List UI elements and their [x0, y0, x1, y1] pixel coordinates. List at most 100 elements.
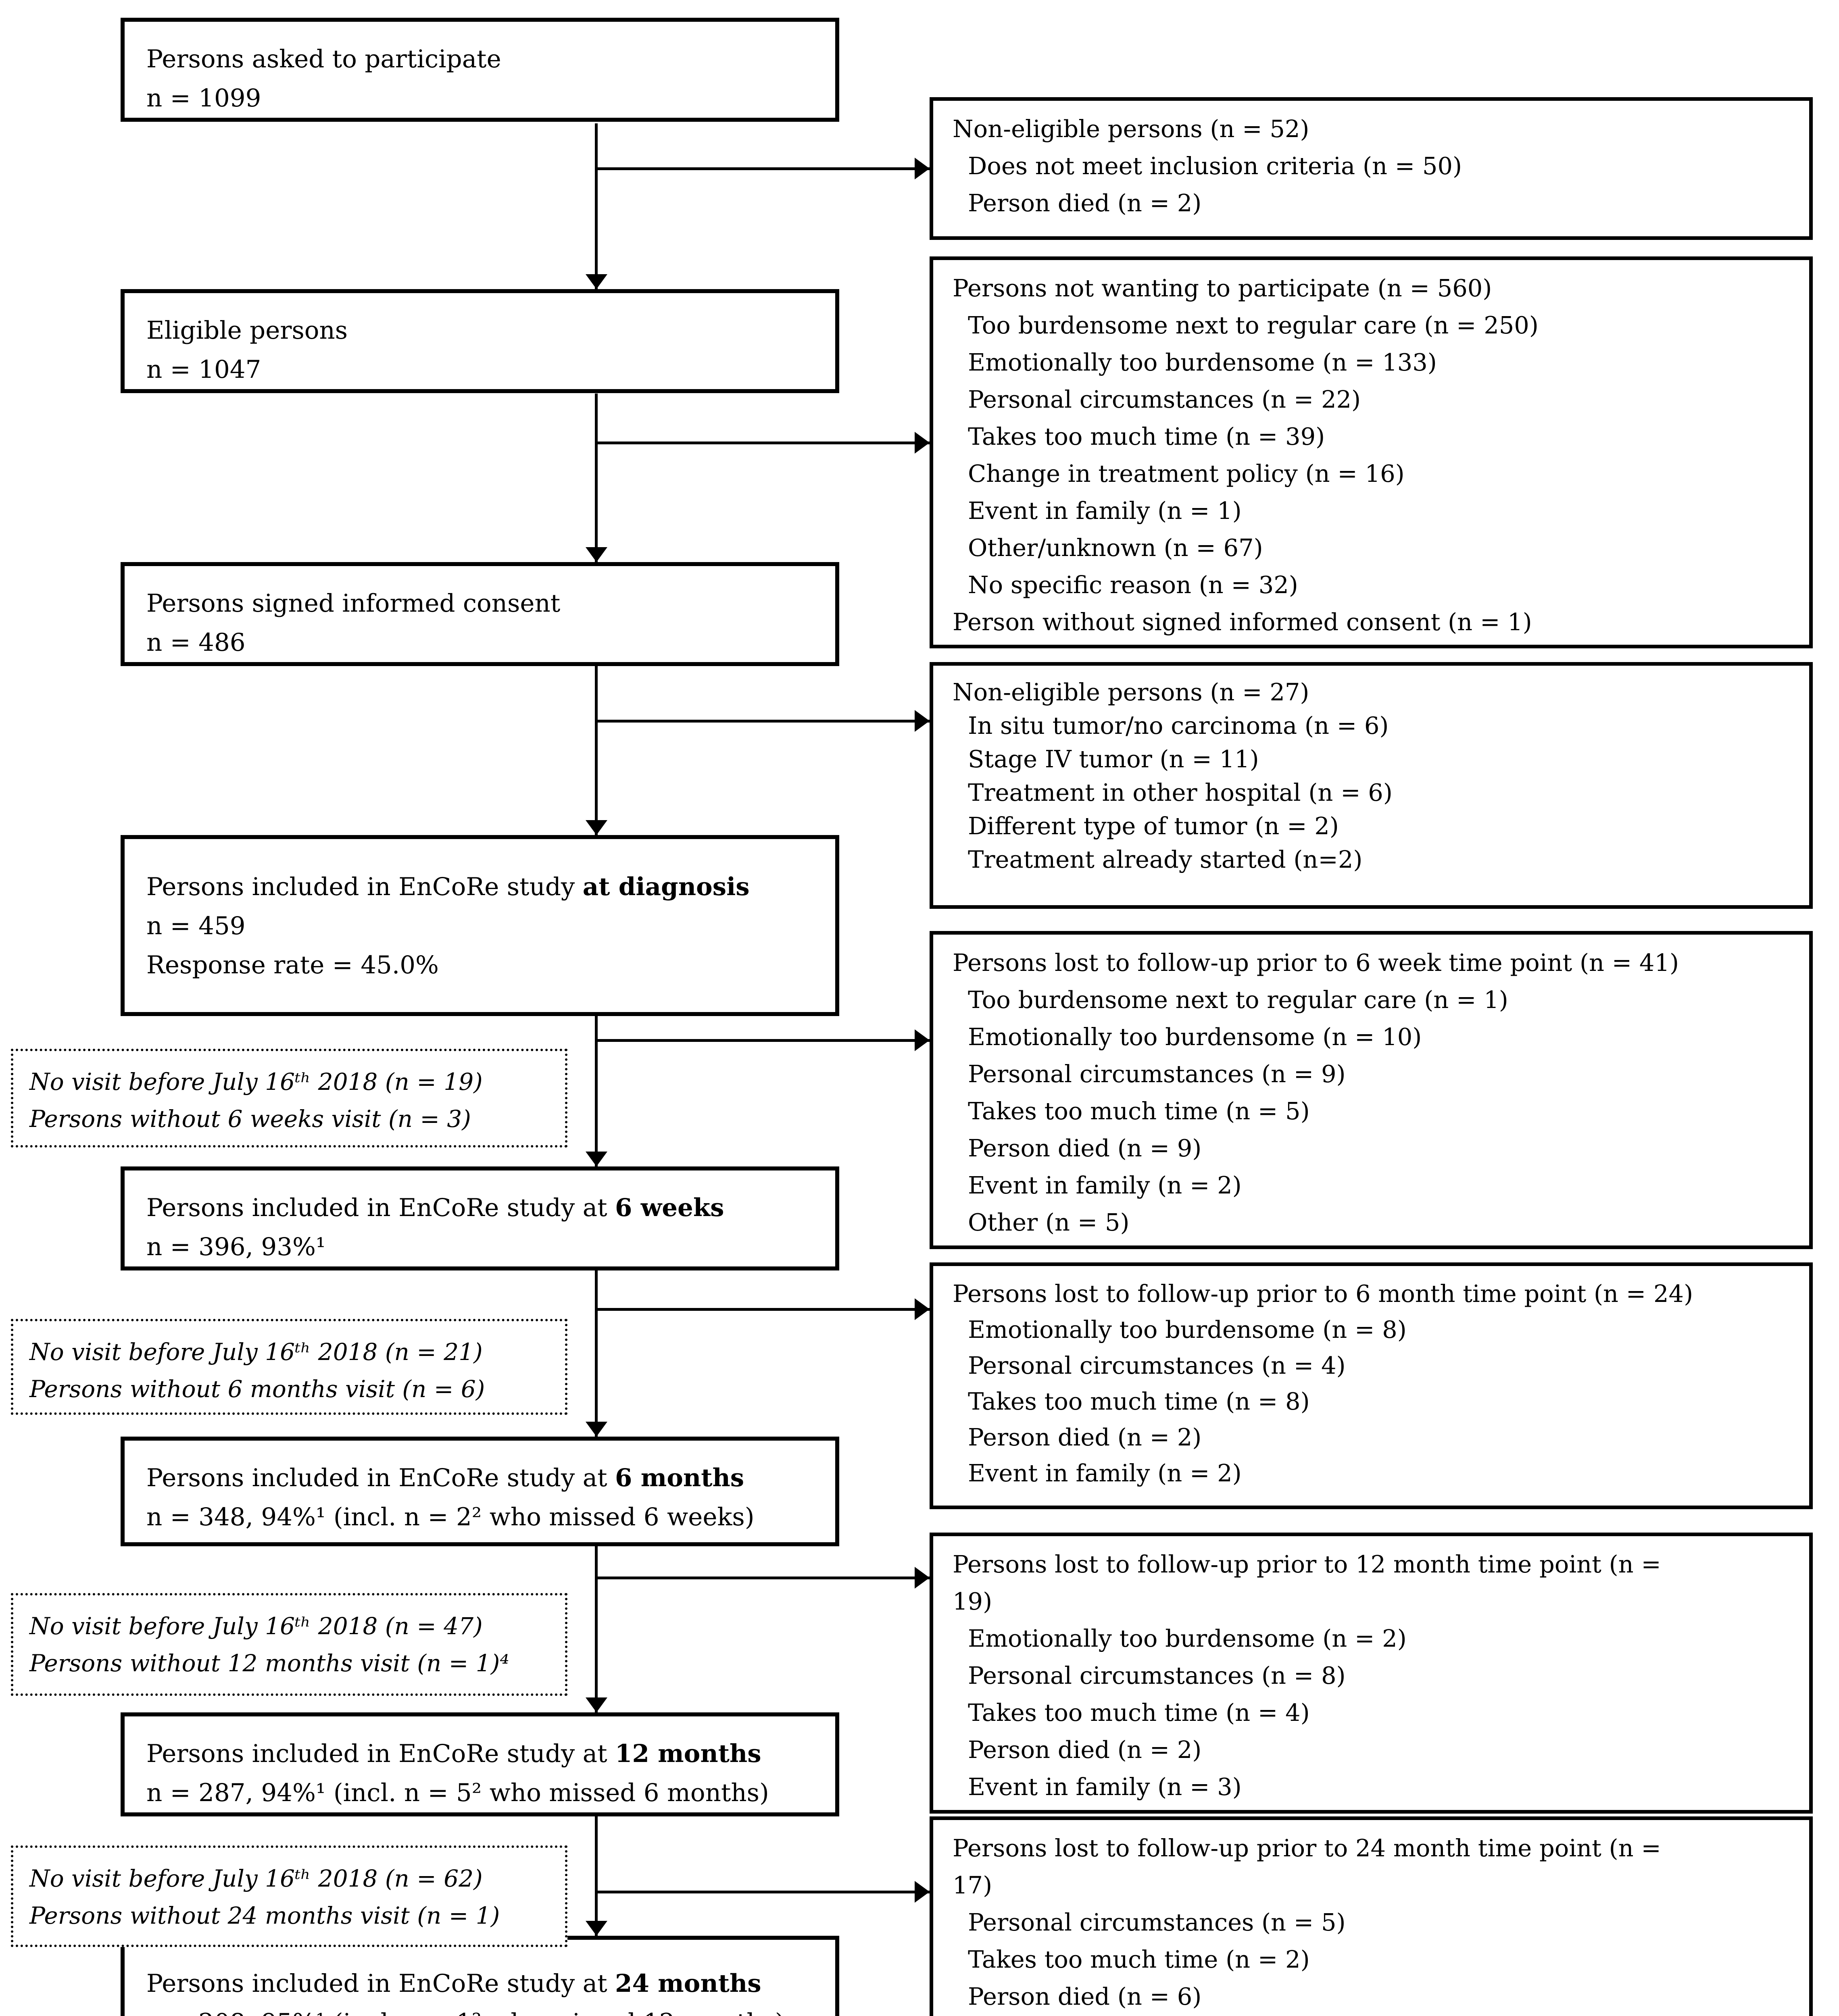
note-before-6-months: No visit before July 16ᵗʰ 2018 (n = 21) …	[11, 1319, 567, 1415]
reason-line: Personal circumstances (n = 8)	[968, 1662, 1346, 1689]
box-asked-to-participate: Persons asked to participate n = 1099	[121, 18, 839, 122]
arrow-right-icon	[915, 158, 930, 179]
branch-line-7	[596, 1891, 930, 1893]
reason-line: Person died (n = 2)	[968, 1736, 1202, 1764]
reason-line: Emotionally too burdensome (n = 10)	[968, 1023, 1422, 1051]
arrow-right-icon	[915, 432, 930, 454]
flow-line-2	[595, 394, 598, 562]
box-title: Persons included in EnCoRe study at 12 m…	[146, 1739, 761, 1768]
box-lost-6-week-41: Persons lost to follow-up prior to 6 wee…	[930, 931, 1813, 1249]
box-title: Persons included in EnCoRe study at diag…	[146, 873, 750, 901]
arrow-right-icon	[915, 1567, 930, 1589]
reason-line: Change in treatment policy (n = 16)	[968, 460, 1405, 487]
side-box-title: Persons lost to follow-up prior to 12 mo…	[953, 1550, 1661, 1578]
branch-line-3	[596, 720, 930, 723]
reason-line: Event in family (n = 2)	[968, 1459, 1242, 1487]
side-box-footer: Person without signed informed consent (…	[953, 608, 1532, 636]
box-title: Persons signed informed consent	[146, 589, 561, 618]
side-box-title: Persons not wanting to participate (n = …	[953, 274, 1492, 302]
reason-list: Too burdensome next to regular care (n =…	[953, 981, 1790, 1241]
reason-line: Personal circumstances (n = 9)	[968, 1060, 1346, 1088]
reason-line: Takes too much time (n = 8)	[968, 1387, 1310, 1415]
branch-line-1	[596, 167, 930, 170]
note-before-12-months: No visit before July 16ᵗʰ 2018 (n = 47) …	[11, 1593, 567, 1696]
box-title: Persons included in EnCoRe study at 24 m…	[146, 1969, 761, 1998]
box-lost-12-month-19: Persons lost to follow-up prior to 12 mo…	[930, 1533, 1813, 1814]
box-included-6-months: Persons included in EnCoRe study at 6 mo…	[121, 1437, 839, 1546]
note-line: Persons without 24 months visit (n = 1)	[29, 1902, 500, 1929]
reason-list: Personal circumstances (n = 5)Takes too …	[953, 1904, 1790, 2016]
branch-line-6	[596, 1577, 930, 1579]
box-extra: Response rate = 45.0%	[146, 951, 439, 979]
box-included-24-months: Persons included in EnCoRe study at 24 m…	[121, 1936, 839, 2016]
box-count: n = 348, 94%¹ (incl. n = 2² who missed 6…	[146, 1503, 755, 1531]
reason-line: Too burdensome next to regular care (n =…	[968, 311, 1539, 339]
note-line: No visit before July 16ᵗʰ 2018 (n = 19)	[29, 1068, 483, 1095]
reason-line: Emotionally too burdensome (n = 2)	[968, 1624, 1407, 1652]
note-before-24-months: No visit before July 16ᵗʰ 2018 (n = 62) …	[11, 1845, 567, 1947]
reason-line: Other/unknown (n = 67)	[968, 534, 1263, 562]
arrow-right-icon	[915, 710, 930, 732]
reason-list: Emotionally too burdensome (n = 2) Person…	[953, 1620, 1790, 1806]
reason-line: Takes too much time (n = 2)	[968, 1945, 1310, 1973]
box-title: Eligible persons	[146, 316, 348, 345]
arrow-right-icon	[915, 1881, 930, 1903]
reason-line: Emotionally too burdensome (n = 133)	[968, 348, 1437, 376]
box-included-6-weeks: Persons included in EnCoRe study at 6 we…	[121, 1166, 839, 1270]
reason-list: In situ tumor/no carcinoma (n = 6)Stage …	[953, 709, 1790, 876]
box-title: Persons asked to participate	[146, 45, 501, 73]
reason-line: Treatment in other hospital (n = 6)	[968, 779, 1393, 806]
arrow-down-icon	[586, 1422, 607, 1437]
reason-list: Does not meet inclusion criteria (n = 50…	[953, 148, 1790, 222]
note-line: No visit before July 16ᵗʰ 2018 (n = 62)	[29, 1865, 483, 1892]
note-line: Persons without 6 months visit (n = 6)	[29, 1375, 485, 1403]
reason-line: Takes too much time (n = 5)	[968, 1097, 1310, 1125]
box-included-at-diagnosis: Persons included in EnCoRe study at diag…	[121, 835, 839, 1016]
reason-line: Event in family (n = 3)	[968, 1773, 1242, 1801]
box-count: n = 208, 95%¹ (incl. n = 1² who missed 1…	[146, 2003, 813, 2016]
reason-line: Takes too much time (n = 4)	[968, 1699, 1310, 1727]
branch-line-5	[596, 1308, 930, 1311]
reason-line: Too burdensome next to regular care (n =…	[968, 986, 1508, 1014]
box-count: n = 486	[146, 628, 246, 657]
box-not-wanting-560: Persons not wanting to participate (n = …	[930, 256, 1813, 648]
arrow-down-icon	[586, 1697, 607, 1712]
reason-line: Person died (n = 6)	[968, 1983, 1202, 2010]
side-box-title: Non-eligible persons (n = 27)	[953, 678, 1309, 706]
reason-line: Event in family (n = 2)	[968, 1171, 1242, 1199]
side-box-title: Persons lost to follow-up prior to 6 mon…	[953, 1280, 1693, 1308]
box-included-12-months: Persons included in EnCoRe study at 12 m…	[121, 1712, 839, 1816]
box-title: Persons included in EnCoRe study at 6 mo…	[146, 1464, 744, 1492]
reason-line: Person died (n = 2)	[968, 1423, 1202, 1451]
reason-line: Takes too much time (n = 39)	[968, 423, 1325, 450]
note-before-6-weeks: No visit before July 16ᵗʰ 2018 (n = 19) …	[11, 1049, 567, 1148]
box-eligible-persons: Eligible persons n = 1047	[121, 289, 839, 393]
reason-line: Personal circumstances (n = 4)	[968, 1352, 1346, 1379]
arrow-down-icon	[586, 274, 607, 289]
box-non-eligible-27: Non-eligible persons (n = 27) In situ tu…	[930, 662, 1813, 909]
reason-line: Different type of tumor (n = 2)	[968, 812, 1339, 840]
box-count: n = 1099	[146, 84, 261, 112]
reason-line: In situ tumor/no carcinoma (n = 6)	[968, 712, 1389, 739]
box-count: n = 396, 93%¹	[146, 1233, 326, 1261]
arrow-down-icon	[586, 547, 607, 562]
side-box-title: Non-eligible persons (n = 52)	[953, 115, 1309, 143]
reason-line: Personal circumstances (n = 22)	[968, 385, 1361, 413]
reason-line: Does not meet inclusion criteria (n = 50…	[968, 152, 1462, 180]
arrow-right-icon	[915, 1298, 930, 1320]
flow-line-4	[595, 1016, 598, 1166]
box-title: Persons included in EnCoRe study at 6 we…	[146, 1193, 724, 1222]
reason-line: Emotionally too burdensome (n = 8)	[968, 1316, 1407, 1343]
side-box-title: Persons lost to follow-up prior to 24 mo…	[953, 1834, 1661, 1862]
flow-line-5	[595, 1270, 598, 1437]
flow-line-7	[595, 1816, 598, 1936]
reason-line: Person died (n = 2)	[968, 189, 1202, 217]
branch-line-2	[596, 442, 930, 444]
reason-list: Too burdensome next to regular care (n =…	[953, 307, 1790, 604]
arrow-down-icon	[586, 820, 607, 835]
reason-line: Treatment already started (n=2)	[968, 846, 1363, 873]
note-line: Persons without 6 weeks visit (n = 3)	[29, 1105, 471, 1133]
reason-line: Event in family (n = 1)	[968, 497, 1242, 525]
box-lost-24-month-17: Persons lost to follow-up prior to 24 mo…	[930, 1816, 1813, 2016]
branch-line-4	[596, 1039, 930, 1042]
